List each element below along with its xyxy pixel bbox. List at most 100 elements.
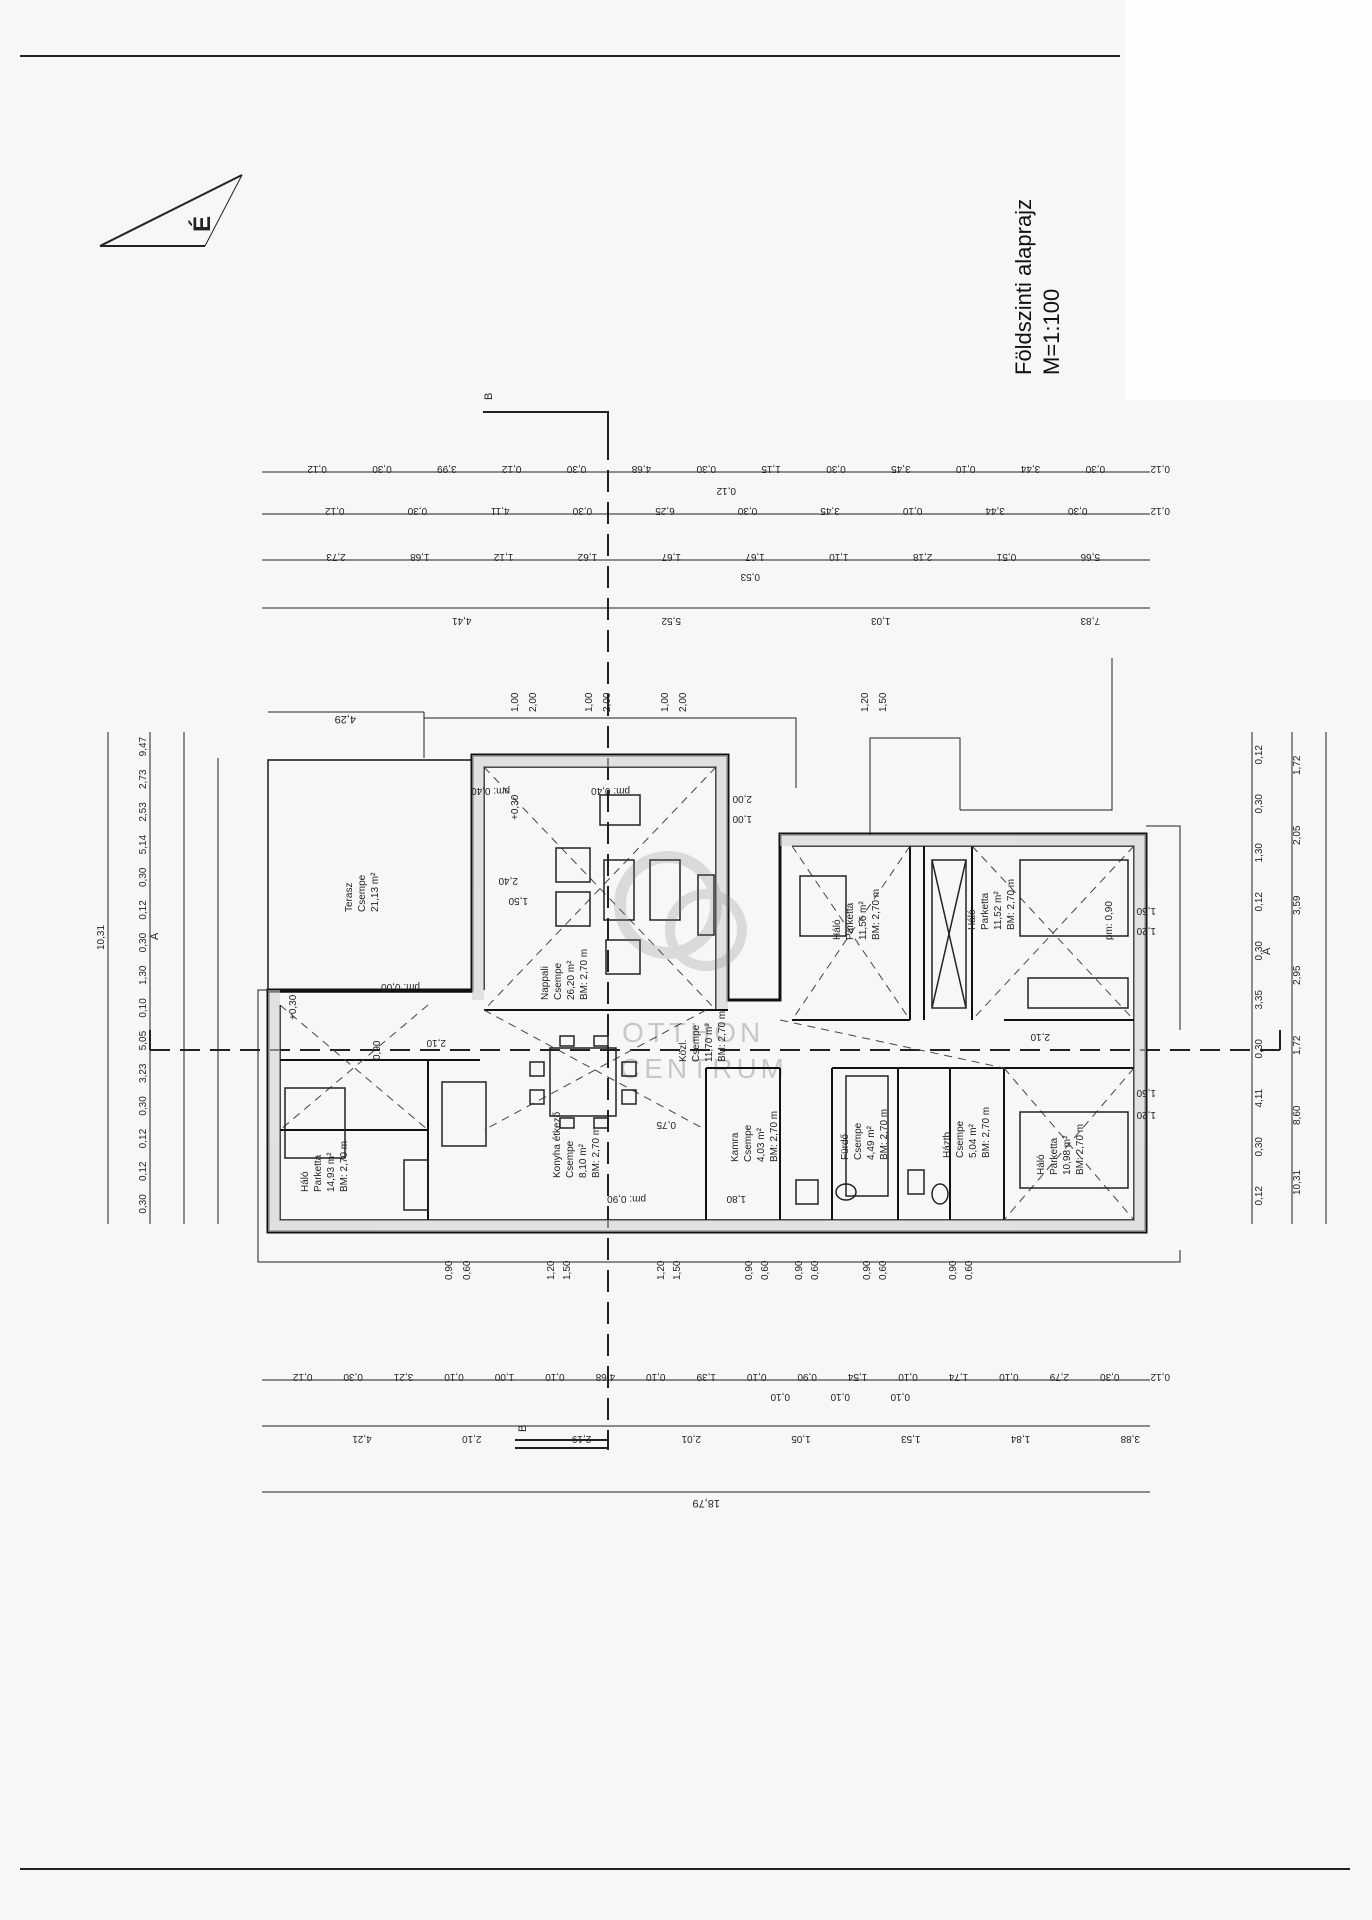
dim-right-1: 1,30 bbox=[1254, 843, 1265, 863]
room-label-6: 4,49 m² bbox=[866, 1125, 877, 1160]
dim-top-1: 0,30 bbox=[566, 463, 586, 474]
bath-fixtures bbox=[403, 1075, 949, 1211]
dim-right-2: 3,59 bbox=[1292, 895, 1303, 915]
room-label-5: Csempe bbox=[691, 1024, 702, 1062]
dim-top-3: 1,68 bbox=[410, 551, 430, 562]
plan-annotation: 0,75 bbox=[656, 1119, 676, 1130]
dim-bottom-1: 0,10 bbox=[999, 1371, 1019, 1382]
dim-left: 0,12 bbox=[138, 1161, 149, 1181]
dim-bottom-2: 1,53 bbox=[901, 1433, 921, 1444]
dim-top-2: 0,30 bbox=[572, 505, 592, 516]
interior-walls bbox=[280, 846, 1134, 1220]
dim-top-1: 0,12 bbox=[502, 463, 522, 474]
plan-annotation: pm: 0,40 bbox=[471, 785, 510, 796]
dim-bottom-2: 2,19 bbox=[571, 1433, 591, 1444]
dim-left: 5,05 bbox=[138, 1030, 149, 1050]
opening-bottom: 1,20 bbox=[656, 1260, 667, 1280]
opening-bottom: 0,90 bbox=[444, 1260, 455, 1280]
dim-top-2: 0,10 bbox=[902, 505, 922, 516]
room-label-4: Kamra bbox=[730, 1132, 741, 1162]
watermark-line2: CENTRUM bbox=[620, 1053, 788, 1084]
opening-top: 1,50 bbox=[878, 692, 889, 712]
dining-table bbox=[529, 1035, 637, 1129]
dim-bottom-1: 0,10 bbox=[898, 1371, 918, 1382]
bottom-rule bbox=[20, 1868, 1350, 1870]
room-label-10: 10,98 m² bbox=[1062, 1135, 1073, 1175]
dim-bottom-1: 3,21 bbox=[393, 1371, 413, 1382]
dim-top-3: 2,18 bbox=[912, 551, 932, 562]
dim-right-1: 0,30 bbox=[1254, 1137, 1265, 1157]
dim-left: 0,30 bbox=[138, 1194, 149, 1214]
room-label-2: 8,10 m² bbox=[578, 1143, 589, 1178]
room-label-3: Háló bbox=[300, 1171, 311, 1192]
dim-top-4: 1,03 bbox=[871, 615, 891, 626]
dim-top-3: 1,10 bbox=[829, 551, 849, 562]
room-label-7: Csempe bbox=[955, 1120, 966, 1158]
opening-top: 1,20 bbox=[860, 692, 871, 712]
dim-top-3: 1,67 bbox=[661, 551, 681, 562]
opening-bottom: 0,60 bbox=[810, 1260, 821, 1280]
plan-annotation: +0,30 bbox=[510, 794, 521, 820]
plan-annotation: pm: 0,90 bbox=[1104, 901, 1115, 940]
dim-right-1: 0,30 bbox=[1254, 941, 1265, 961]
room-label-9: Háló bbox=[967, 909, 978, 930]
dim-bottom-1: 1,74 bbox=[948, 1371, 968, 1382]
dim-bottom-1: 0,90 bbox=[797, 1371, 817, 1382]
dim-left: 3,23 bbox=[138, 1063, 149, 1083]
dim-left: 0,30 bbox=[138, 932, 149, 952]
opening-bottom: 0,60 bbox=[462, 1260, 473, 1280]
dim-top-4: 4,41 bbox=[452, 615, 472, 626]
room-label-3: BM: 2,70 m bbox=[339, 1141, 350, 1192]
north-label: É bbox=[188, 216, 216, 232]
dim-top-2: 0,30 bbox=[407, 505, 427, 516]
dim-top-2: 6,25 bbox=[655, 505, 675, 516]
room-label-0: 21,13 m² bbox=[370, 872, 381, 912]
opening-bottom: 0,90 bbox=[794, 1260, 805, 1280]
dim-top-1: 0,10 bbox=[956, 463, 976, 474]
dim-top-3-sub: 0,53 bbox=[740, 571, 760, 582]
room-label-9: 11,52 m² bbox=[993, 891, 1004, 930]
dim-top-3: 1,67 bbox=[745, 551, 765, 562]
room-label-1: Nappali bbox=[540, 966, 551, 1000]
room-label-5: Közl. bbox=[678, 1040, 689, 1062]
dim-right-1: 0,30 bbox=[1254, 794, 1265, 814]
dim-bottom-1: 2,79 bbox=[1049, 1371, 1069, 1382]
dim-bottom-2: 2,01 bbox=[681, 1433, 701, 1444]
dim-bottom-2: 1,84 bbox=[1010, 1433, 1030, 1444]
dim-left: 0,10 bbox=[138, 998, 149, 1018]
room-label-9: Parketta bbox=[980, 892, 991, 930]
dim-top-1: 1,15 bbox=[761, 463, 781, 474]
room-label-6: Fürdő bbox=[840, 1133, 851, 1160]
room-label-8: 11,56 m² bbox=[858, 901, 869, 940]
dim-left-total: 10,31 bbox=[96, 925, 107, 950]
opening-bottom: 0,90 bbox=[862, 1260, 873, 1280]
dim-top-3: 0,51 bbox=[996, 551, 1016, 562]
opening-bottom: 0,90 bbox=[948, 1260, 959, 1280]
dim-left: 1,30 bbox=[138, 965, 149, 985]
room-label-3: 14,93 m² bbox=[326, 1152, 337, 1192]
beds bbox=[284, 859, 1129, 1189]
dim-top-1: 0,30 bbox=[1085, 463, 1105, 474]
plan-annotation: 1,20 bbox=[1136, 1109, 1156, 1120]
dim-top-3: 2,73 bbox=[326, 551, 346, 562]
opening-bottom: 0,60 bbox=[760, 1260, 771, 1280]
opening-bottom: 1,20 bbox=[546, 1260, 557, 1280]
dim-right-2: 2,95 bbox=[1292, 965, 1303, 985]
dim-top-1: 0,30 bbox=[826, 463, 846, 474]
dim-bottom-1: 0,12 bbox=[1150, 1371, 1170, 1382]
room-label-5: 11,70 m² bbox=[704, 1023, 715, 1062]
dim-left: 0,12 bbox=[138, 900, 149, 920]
room-label-6: BM: 2,70 m bbox=[879, 1109, 890, 1160]
dim-left: 9,47 bbox=[138, 736, 149, 756]
room-label-0: Terasz bbox=[344, 883, 355, 912]
dim-bottom-1: 1,39 bbox=[696, 1371, 716, 1382]
room-label-8: BM: 2,70 m bbox=[871, 889, 882, 940]
dim-bottom-1-sub: 0,10 bbox=[830, 1391, 850, 1402]
room-label-1: BM: 2,70 m bbox=[579, 949, 590, 1000]
plan-annotation: 2,10 bbox=[426, 1037, 446, 1048]
dim-top-2: 0,12 bbox=[1150, 505, 1170, 516]
opening-top: 2,00 bbox=[678, 692, 689, 712]
opening-top: 2,00 bbox=[602, 692, 613, 712]
opening-bottom: 1,50 bbox=[672, 1260, 683, 1280]
dim-bottom-1-sub: 0,10 bbox=[890, 1391, 910, 1402]
